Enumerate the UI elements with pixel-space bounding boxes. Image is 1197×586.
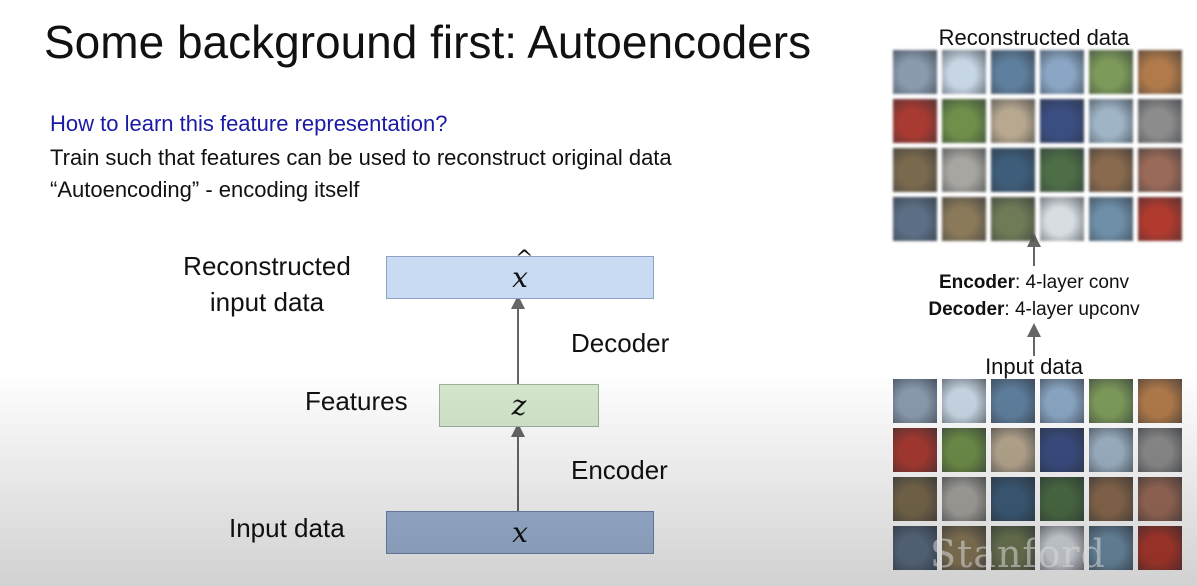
input-label: Input data xyxy=(229,513,345,543)
x-hat-symbol: x ^ xyxy=(512,247,533,294)
reconstructed-thumbnail xyxy=(1089,99,1133,143)
reconstructed-thumbnail xyxy=(942,99,986,143)
decoder-caption: Decoder: 4-layer upconv xyxy=(900,297,1168,323)
body-line-2: “Autoencoding” - encoding itself xyxy=(50,177,360,202)
x-hat-base: x xyxy=(512,261,528,294)
encoder-key: Encoder xyxy=(938,272,1015,293)
reconstruction-label-line-2: input data xyxy=(209,287,325,317)
input-thumbnail xyxy=(1138,379,1182,423)
reconstructed-thumbnail xyxy=(1089,197,1133,241)
input-thumbnail xyxy=(942,428,986,472)
features-label: Features xyxy=(305,386,408,416)
input-thumbnail xyxy=(1089,526,1133,570)
reconstructed-thumbnail xyxy=(991,197,1035,241)
reconstructed-image-grid xyxy=(893,50,1183,241)
features-node: z xyxy=(439,384,599,427)
reconstruction-node: x ^ xyxy=(386,247,654,299)
reconstructed-thumbnail xyxy=(1089,50,1133,94)
reconstructed-thumbnail xyxy=(942,148,986,192)
reconstructed-thumbnail xyxy=(942,50,986,94)
reconstruction-label-line-1: Reconstructed xyxy=(183,251,351,281)
reconstructed-thumbnail xyxy=(1040,50,1084,94)
reconstructed-thumbnail xyxy=(1089,148,1133,192)
input-thumbnail xyxy=(942,526,986,570)
reconstructed-thumbnail xyxy=(942,197,986,241)
encoder-caption: Encoder: 4-layer conv xyxy=(900,270,1168,296)
hat-accent: ^ xyxy=(515,247,534,272)
input-data-title: Input data xyxy=(985,354,1083,379)
input-node: x xyxy=(386,511,654,554)
input-thumbnail xyxy=(893,379,937,423)
input-thumbnail xyxy=(991,526,1035,570)
input-thumbnail xyxy=(1040,477,1084,521)
input-thumbnail xyxy=(942,477,986,521)
encoder-value: : 4-layer conv xyxy=(1014,272,1130,293)
question-text: How to learn this feature representation… xyxy=(50,111,448,136)
input-thumbnail xyxy=(991,379,1035,423)
decoder-key: Decoder xyxy=(928,299,1005,320)
decoder-label: Decoder xyxy=(571,328,670,358)
reconstructed-thumbnail xyxy=(1138,99,1182,143)
reconstructed-thumbnail xyxy=(1040,148,1084,192)
reconstructed-data-title: Reconstructed data xyxy=(938,25,1130,50)
input-thumbnail xyxy=(1040,428,1084,472)
input-thumbnail xyxy=(893,526,937,570)
reconstructed-thumbnail xyxy=(893,148,937,192)
x-symbol: x xyxy=(512,516,528,549)
reconstructed-thumbnail xyxy=(1138,197,1182,241)
input-thumbnail xyxy=(893,428,937,472)
stanford-watermark: Stanford xyxy=(930,532,1106,576)
input-thumbnail xyxy=(1040,379,1084,423)
encoder-label: Encoder xyxy=(571,455,668,485)
input-thumbnail xyxy=(1040,526,1084,570)
reconstructed-thumbnail xyxy=(1138,50,1182,94)
input-thumbnail xyxy=(991,477,1035,521)
input-thumbnail xyxy=(1138,477,1182,521)
input-thumbnail xyxy=(1138,428,1182,472)
input-thumbnail xyxy=(991,428,1035,472)
reconstructed-thumbnail xyxy=(893,197,937,241)
reconstructed-thumbnail xyxy=(991,50,1035,94)
input-thumbnail xyxy=(942,379,986,423)
reconstructed-thumbnail xyxy=(1138,148,1182,192)
reconstructed-thumbnail xyxy=(893,50,937,94)
reconstructed-thumbnail xyxy=(991,99,1035,143)
reconstructed-thumbnail xyxy=(1040,99,1084,143)
input-thumbnail xyxy=(893,477,937,521)
input-thumbnail xyxy=(1089,477,1133,521)
reconstructed-thumbnail xyxy=(991,148,1035,192)
input-image-grid xyxy=(893,379,1183,570)
z-symbol: z xyxy=(511,389,527,422)
input-thumbnail xyxy=(1138,526,1182,570)
reconstructed-thumbnail xyxy=(1040,197,1084,241)
input-thumbnail xyxy=(1089,379,1133,423)
slide-title: Some background first: Autoencoders xyxy=(44,16,812,68)
decoder-value: : 4-layer upconv xyxy=(1004,299,1140,320)
reconstructed-thumbnail xyxy=(893,99,937,143)
input-thumbnail xyxy=(1089,428,1133,472)
body-line-1: Train such that features can be used to … xyxy=(50,145,672,170)
